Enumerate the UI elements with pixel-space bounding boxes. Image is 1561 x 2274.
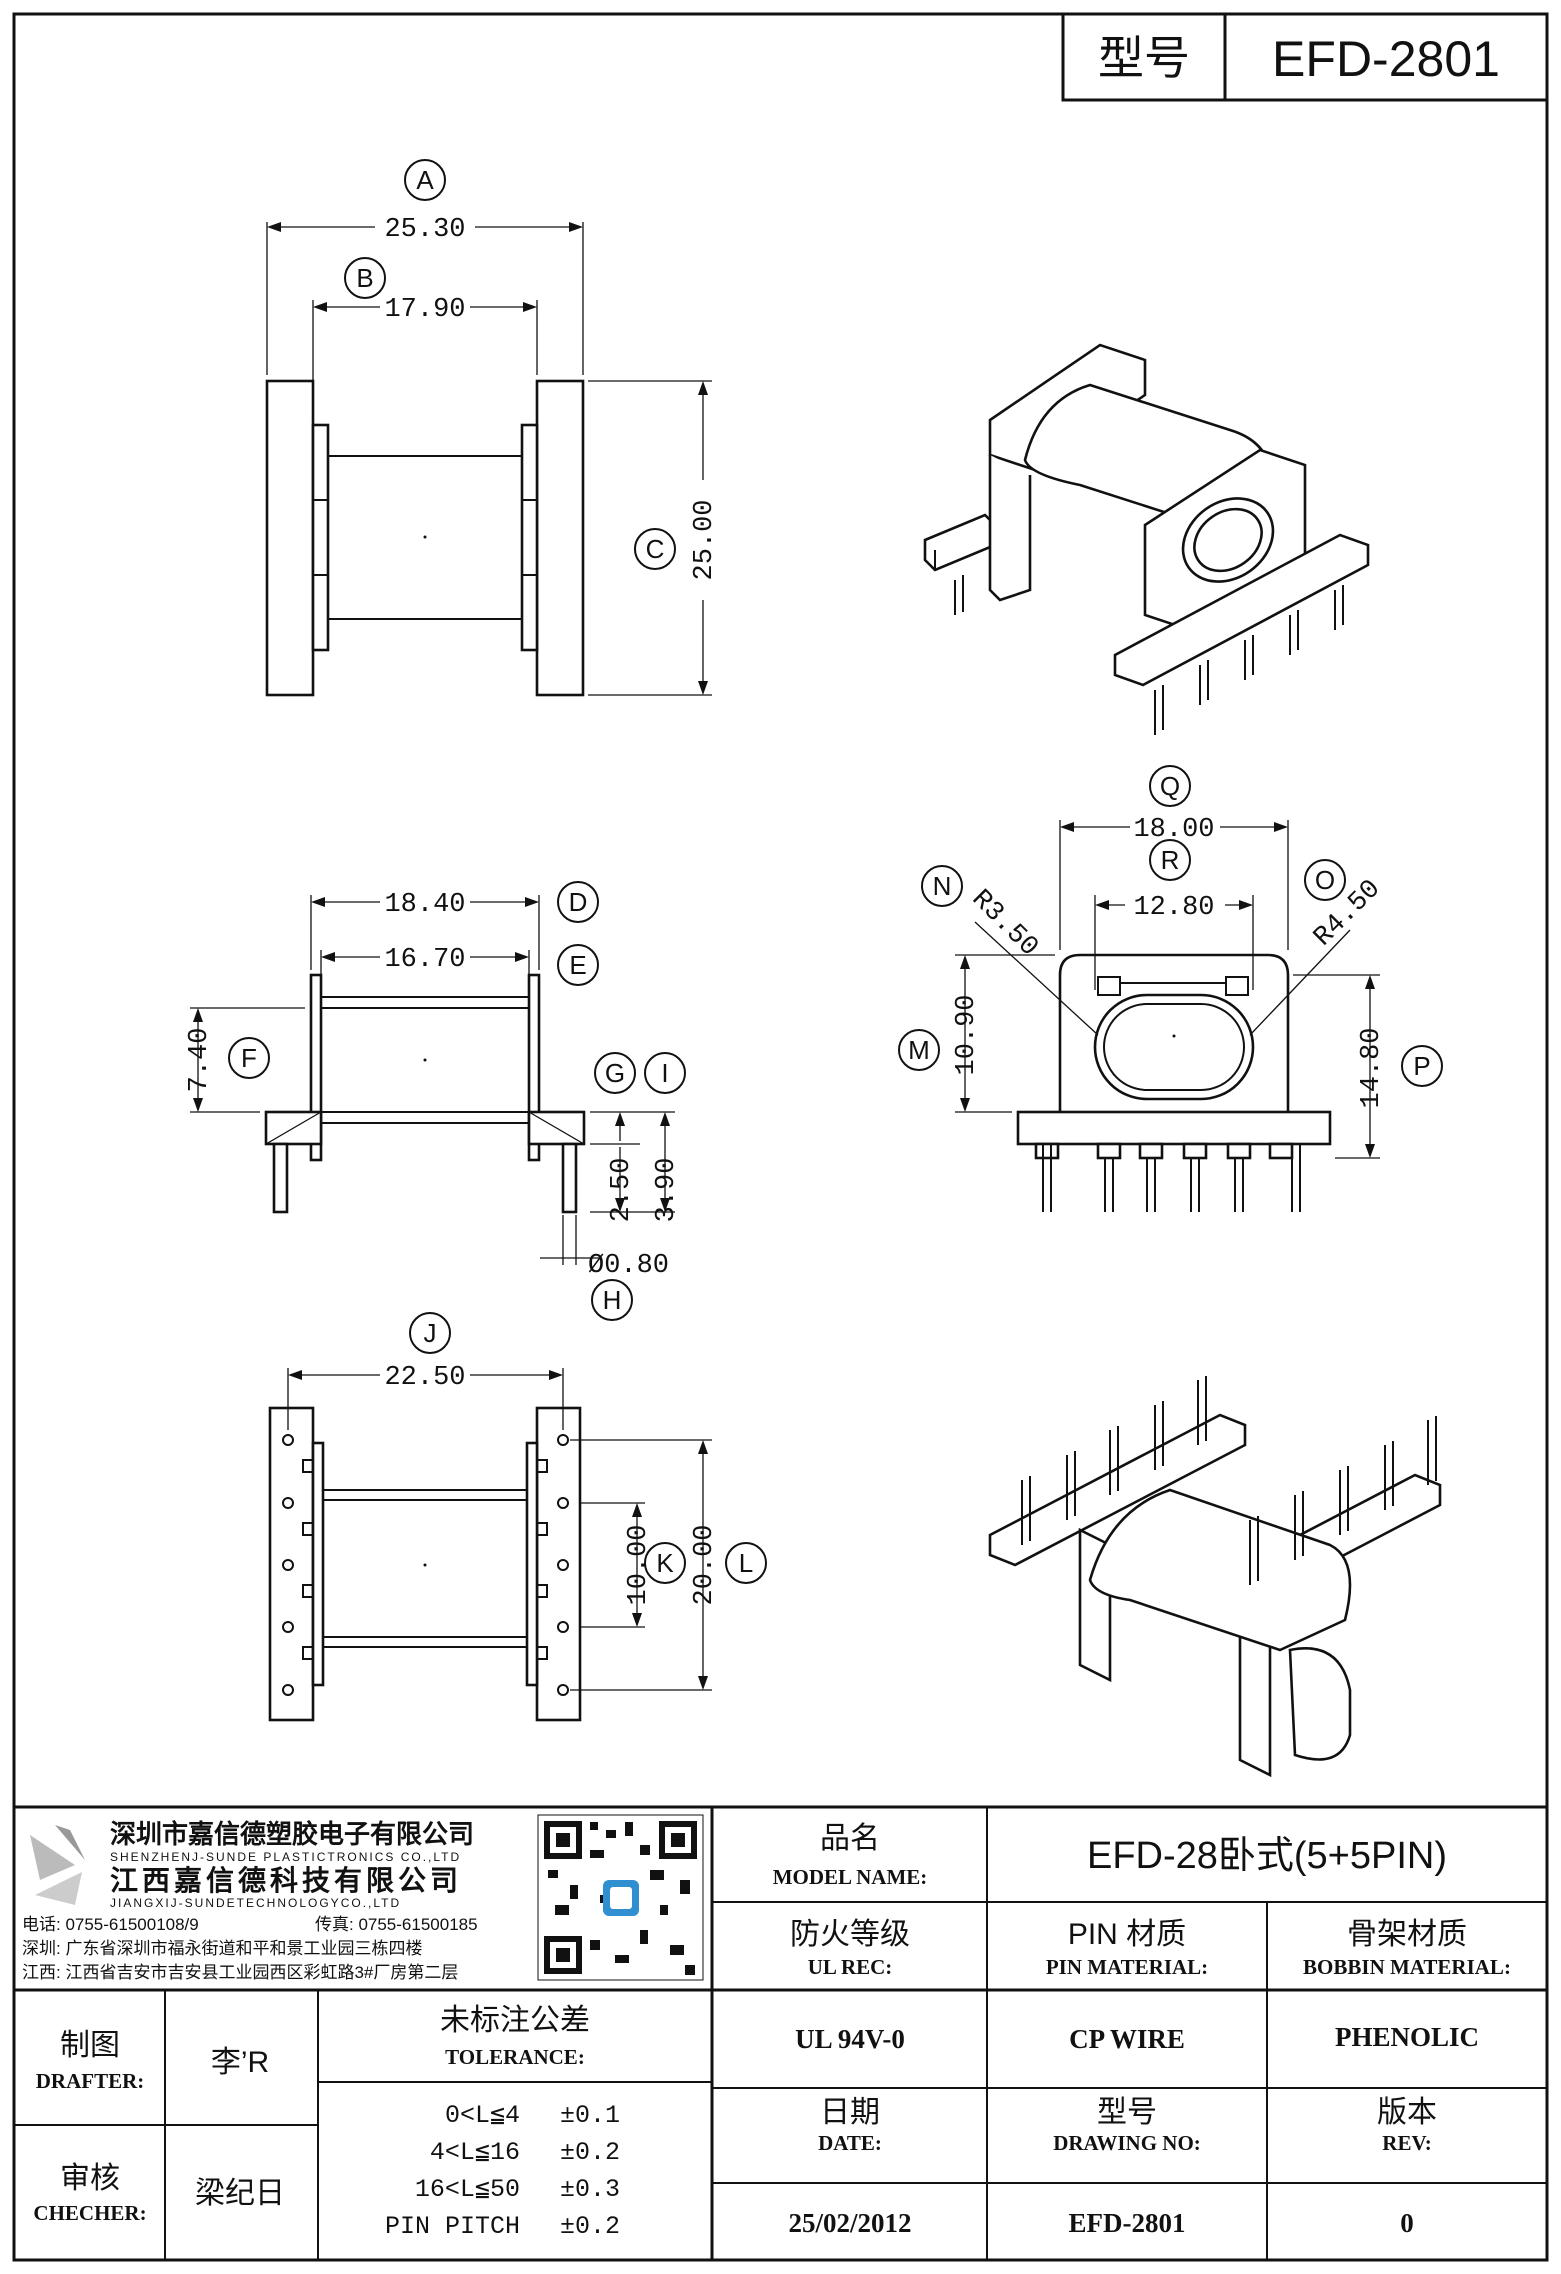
qr-code (537, 1814, 704, 1981)
callout-l: L (739, 1548, 753, 1578)
isometric-view-top (923, 343, 1370, 735)
dim-d-value: 18.40 (384, 890, 465, 920)
bottom-view: 22.50 J 10.00 K 20.00 L (268, 1312, 767, 1722)
callout-p: P (1413, 1051, 1430, 1081)
ul-rec-en: UL REC: (808, 1955, 893, 1979)
tolerance-value: ±0.1 (560, 2101, 620, 2130)
bobbin-material-value: PHENOLIC (1335, 2022, 1479, 2052)
dim-h-value: Ø0.80 (588, 1251, 669, 1281)
callout-c: C (646, 534, 665, 564)
callout-i: I (661, 1058, 668, 1088)
drafter-value: 李’R (211, 2046, 269, 2079)
tolerance-range: 16<L≦50 (415, 2175, 520, 2204)
drawing-no-cn: 型号 (1097, 2096, 1157, 2129)
company-name-jx: 江西嘉信德科技有限公司 (110, 1865, 462, 1896)
drafter-en: DRAFTER: (36, 2069, 145, 2093)
drawing-no-value: EFD-2801 (1069, 2208, 1186, 2238)
title-block: 深圳市嘉信德塑胶电子有限公司 SHENZHENJ-SUNDE PLASTICTR… (14, 1805, 1547, 2260)
pin-material-value: CP WIRE (1069, 2024, 1185, 2054)
pin-material-en: PIN MATERIAL: (1046, 1955, 1208, 1979)
tolerance-cn: 未标注公差 (440, 2004, 590, 2037)
rev-value: 0 (1400, 2208, 1414, 2238)
front-view: 18.00 Q 12.80 R R3.50 N R4.50 O 10.90 M (898, 765, 1443, 1212)
dim-m-value: 10.90 (952, 994, 982, 1075)
tolerance-range: PIN PITCH (385, 2212, 520, 2241)
callout-j: J (424, 1318, 437, 1348)
dim-r-value: 12.80 (1133, 893, 1214, 923)
dim-b-value: 17.90 (384, 295, 465, 325)
callout-g: G (605, 1058, 625, 1088)
date-en: DATE: (818, 2131, 882, 2155)
callout-r: R (1161, 845, 1180, 875)
ul-rec-value: UL 94V-0 (795, 2024, 905, 2054)
callout-h: H (603, 1285, 622, 1315)
checker-value: 梁纪日 (195, 2177, 285, 2210)
callout-k: K (656, 1548, 674, 1578)
tolerance-range: 0<L≦4 (445, 2101, 520, 2130)
tolerance-value: ±0.3 (560, 2175, 620, 2204)
rev-en: REV: (1382, 2131, 1431, 2155)
company-address-sz: 深圳: 广东省深圳市福永街道和平和景工业园三栋四楼 (22, 1939, 422, 1958)
callout-d: D (569, 887, 588, 917)
tolerance-value: ±0.2 (560, 2138, 620, 2167)
tolerance-range: 4<L≦16 (430, 2138, 520, 2167)
company-address-jx: 江西: 江西省吉安市吉安县工业园西区彩虹路3#厂房第二层 (22, 1963, 458, 1982)
isometric-view-bottom (988, 1376, 1442, 1778)
callout-a: A (416, 165, 434, 195)
company-name-jx-en: JIANGXIJ-SUNDETECHNOLOGYCO.,LTD (110, 1896, 401, 1910)
date-cn: 日期 (820, 2096, 880, 2129)
header-model-label: 型号 (1098, 32, 1190, 84)
product-name-value: EFD-28卧式(5+5PIN) (1087, 1835, 1447, 1877)
callout-m: M (908, 1035, 930, 1065)
company-logo (30, 1825, 85, 1905)
dim-l-value: 20.00 (690, 1524, 720, 1605)
company-name-sz-en: SHENZHENJ-SUNDE PLASTICTRONICS CO.,LTD (110, 1850, 461, 1864)
company-name-sz: 深圳市嘉信德塑胶电子有限公司 (110, 1819, 474, 1849)
dim-a-value: 25.30 (384, 215, 465, 245)
side-view: 18.40 D 16.70 E 7.40 F 2.50 3.90 G I (185, 881, 686, 1321)
company-phone: 电话: 0755-61500108/9 (22, 1915, 199, 1934)
header-model-box: 型号 EFD-2801 (1061, 12, 1549, 102)
date-value: 25/02/2012 (788, 2208, 911, 2238)
callout-e: E (569, 950, 586, 980)
callout-n: N (933, 871, 952, 901)
bobbin-material-en: BOBBIN MATERIAL: (1303, 1955, 1511, 1979)
dim-k-value: 10.00 (624, 1524, 654, 1605)
product-name-en: MODEL NAME: (773, 1865, 928, 1889)
callout-b: B (356, 263, 373, 293)
checker-en: CHECHER: (33, 2201, 146, 2225)
drawing-no-en: DRAWING NO: (1053, 2131, 1201, 2155)
top-view: 25.30 A 17.90 B 25.00 C (265, 159, 720, 697)
company-fax: 传真: 0755-61500185 (315, 1915, 478, 1934)
tolerance-value: ±0.2 (560, 2212, 620, 2241)
rev-cn: 版本 (1377, 2096, 1437, 2129)
product-name-cn: 品名 (820, 1822, 880, 1855)
dim-e-value: 16.70 (384, 945, 465, 975)
dim-c-value: 25.00 (690, 499, 720, 580)
dim-i-value: 3.90 (652, 1158, 682, 1223)
checker-cn: 审核 (60, 2162, 120, 2195)
callout-q: Q (1160, 771, 1180, 801)
dim-j-value: 22.50 (384, 1363, 465, 1393)
pin-material-cn: PIN 材质 (1068, 1918, 1186, 1951)
dim-f-value: 7.40 (185, 1028, 215, 1093)
callout-o: O (1315, 865, 1335, 895)
tolerance-en: TOLERANCE: (445, 2045, 585, 2069)
dim-p-value: 14.80 (1357, 1027, 1387, 1108)
ul-rec-cn: 防火等级 (790, 1918, 910, 1951)
drawing-border (12, 12, 1549, 2262)
header-model-value: EFD-2801 (1272, 31, 1500, 87)
dim-g-value: 2.50 (607, 1158, 637, 1223)
drafter-cn: 制图 (60, 2029, 120, 2062)
bobbin-material-cn: 骨架材质 (1347, 1918, 1467, 1951)
callout-f: F (241, 1043, 257, 1073)
